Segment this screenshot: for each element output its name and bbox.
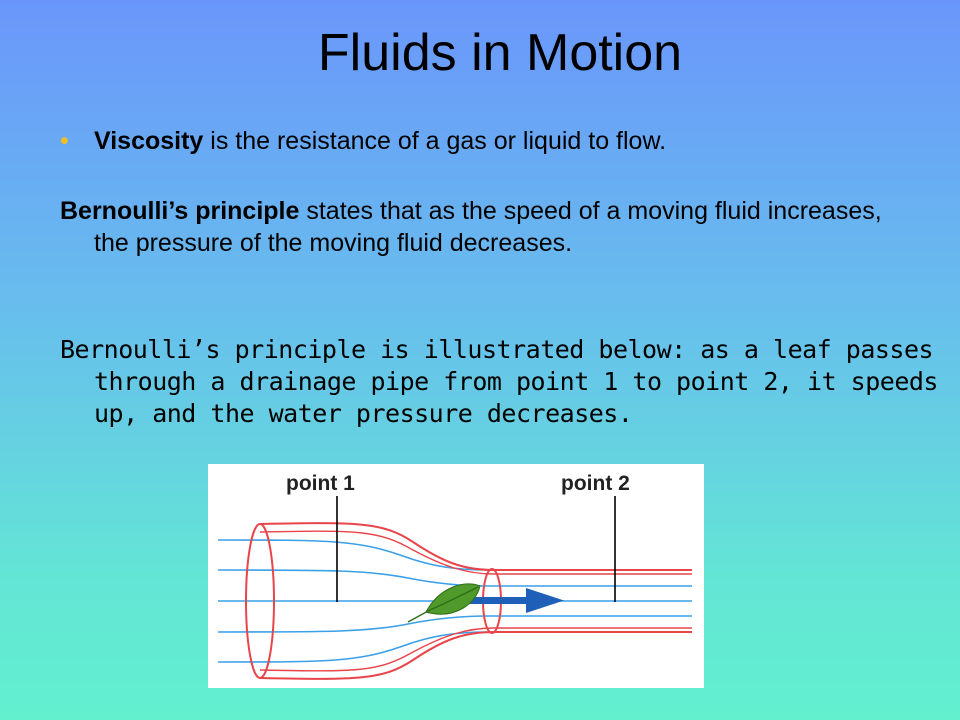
pipe-inlet-opening	[245, 523, 275, 679]
pipe-diagram-svg: point 1 point 2	[217, 472, 692, 680]
bernoulli-term: Bernoulli’s principle	[60, 197, 300, 225]
viscosity-definition: is the resistance of a gas or liquid to …	[203, 127, 667, 155]
slide-title: Fluids in Motion	[317, 24, 683, 82]
bernoulli-definition: Bernoulli’s principle states that as the…	[60, 196, 910, 259]
flow-arrow-icon	[470, 588, 564, 613]
bernoulli-illustration-text: Bernoulli’s principle is illustrated bel…	[60, 335, 938, 428]
streamline-2	[217, 569, 692, 587]
streamline-1	[217, 539, 692, 571]
bullet-icon: •	[60, 127, 69, 155]
pipe-bottom-wall	[259, 631, 692, 680]
bernoulli-definition-text: states that as the speed of a moving flu…	[94, 197, 882, 257]
viscosity-bullet: • Viscosity is the resistance of a gas or…	[60, 126, 666, 157]
pipe-top-inner	[259, 530, 692, 575]
streamline-5	[217, 631, 692, 663]
streamline-4	[217, 615, 692, 633]
pipe-bottom-inner	[259, 627, 692, 672]
pipe-walls	[245, 522, 692, 680]
point1-label: point 1	[286, 472, 355, 495]
point2-label: point 2	[561, 472, 630, 495]
viscosity-term: Viscosity	[94, 127, 204, 155]
leaf-icon	[407, 583, 481, 623]
label-lines	[336, 496, 616, 602]
pipe-diagram: point 1 point 2	[208, 464, 704, 688]
pipe-top-wall	[259, 522, 692, 571]
